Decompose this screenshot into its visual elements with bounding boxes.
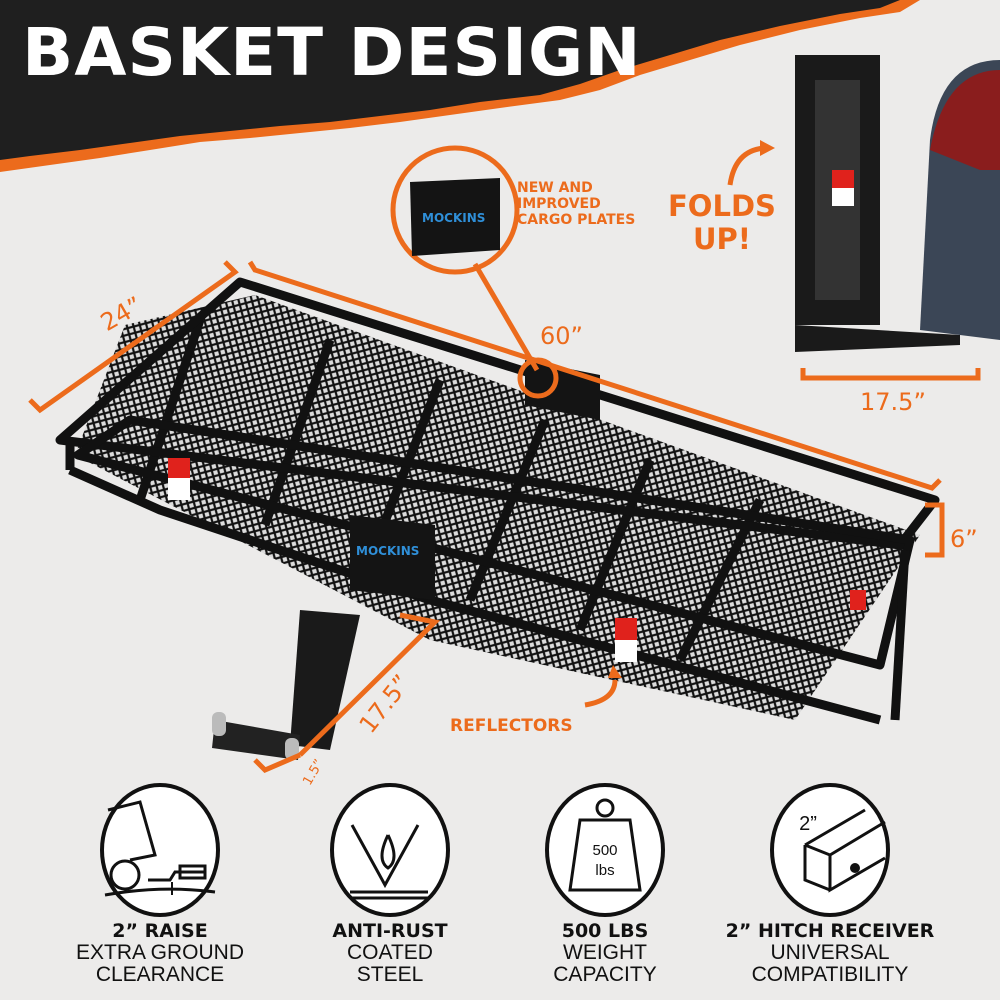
feature-line: CLEARANCE [95,963,225,986]
feature-raise: 2” RAISE EXTRA GROUND CLEARANCE [50,920,270,986]
weight-icon-value: 500 [592,842,617,859]
reflector [168,458,190,500]
hitch-tube-icon [770,783,890,917]
cargo-plates-callout: NEW AND IMPROVED CARGO PLATES [517,180,635,228]
reflector [615,618,637,662]
callout-line: UP! [692,222,751,256]
feature-hitch: 2” HITCH RECEIVER UNIVERSAL COMPATIBILIT… [720,920,940,986]
feature-line: UNIVERSAL [770,941,890,964]
feature-line: COMPATIBILITY [751,963,909,986]
feature-title: 500 LBS [561,920,649,942]
feature-title: 2” RAISE [112,920,208,942]
callout-line: FOLDS [668,189,776,223]
weight-icon [545,783,665,917]
reflector [850,590,866,610]
folded-depth-dimension: 17.5” [860,388,926,416]
feature-title: 2” HITCH RECEIVER [725,920,935,942]
feature-line: CAPACITY [553,963,657,986]
height-dimension: 6” [950,525,978,553]
feature-line: EXTRA GROUND [75,941,245,964]
header-band [0,0,920,172]
cargo-basket-illustration: MOCKINS MOCKINS [28,55,1000,773]
water-drops-icon [330,783,450,917]
car-raise-icon [100,783,220,917]
page-title: BASKET DESIGN [22,14,642,91]
callout-line: IMPROVED [517,196,601,212]
feature-title: ANTI-RUST [332,920,448,942]
reflectors-callout: REFLECTORS [450,716,573,736]
callout-line: CARGO PLATES [517,212,636,228]
feature-line: STEEL [356,963,424,986]
folds-up-callout: FOLDS UP! [668,190,776,256]
length-dimension: 60” [540,322,583,350]
feature-line: WEIGHT [563,941,647,964]
basket-brand-logo: MOCKINS [356,544,419,558]
feature-line: COATED [347,941,433,964]
folded-basket-view [795,55,1000,352]
hitch-icon-size: 2” [799,813,817,835]
callout-line: NEW AND [517,180,593,196]
plate-brand-logo: MOCKINS [422,211,485,225]
feature-icons: 500 lbs 2” [100,783,890,917]
weight-icon-unit: lbs [595,862,614,879]
feature-anti-rust: ANTI-RUST COATED STEEL [280,920,500,986]
feature-capacity: 500 LBS WEIGHT CAPACITY [495,920,715,986]
